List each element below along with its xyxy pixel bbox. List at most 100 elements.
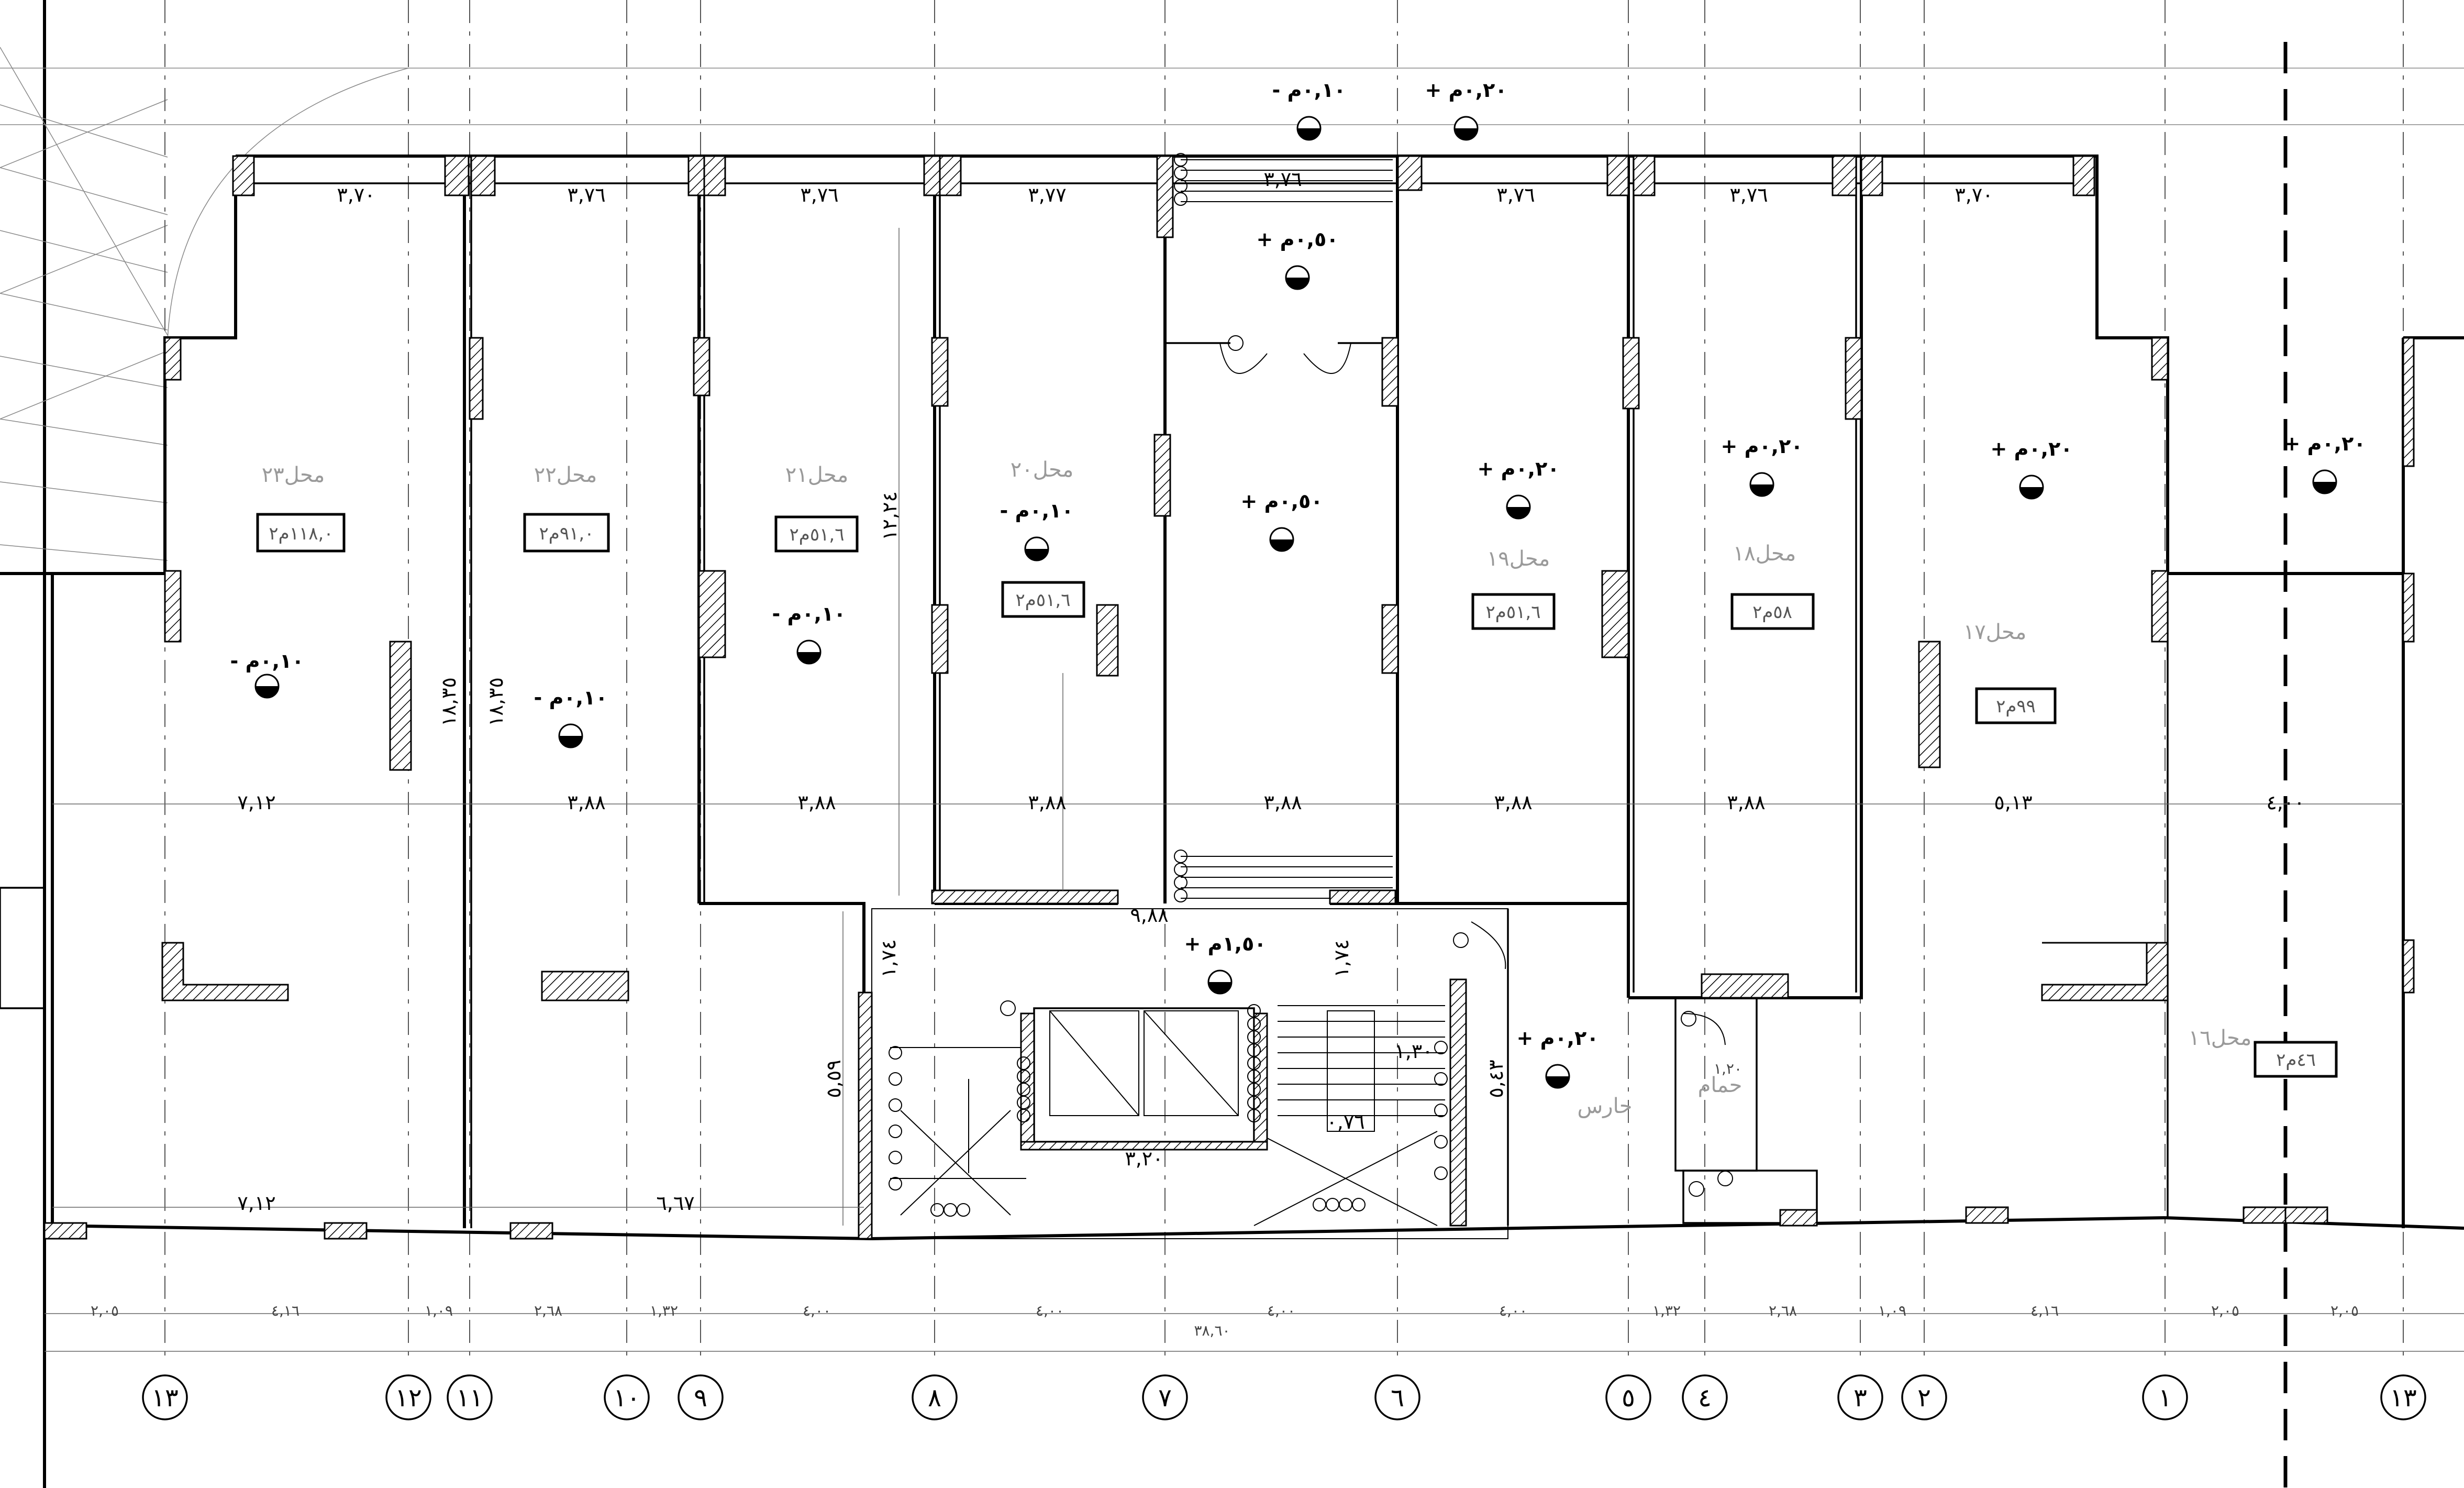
dimension-stair: ٣,٢٠ ١,٣٠ ٠,٧٦ ١,٢٠ — [1125, 1040, 1742, 1170]
shop-name-16: محل١٦ — [2189, 1026, 2252, 1050]
level-marker-shop20 — [1024, 536, 1049, 561]
axis-bubble-5: ٥ — [1605, 1374, 1651, 1420]
level-label-entrance-top: + ٠,٥٠م — [1257, 228, 1339, 251]
dim-bottom-1: ٦,٦٧ — [656, 1192, 694, 1215]
svg-text:٨: ٨ — [928, 1383, 941, 1413]
shop-name-23: محل٢٣ — [262, 463, 325, 487]
axis-bubble-9: ٩ — [678, 1374, 724, 1420]
svg-text:١: ١ — [2158, 1383, 2172, 1413]
dim-vert-4: ١,٧٤ — [877, 939, 900, 977]
dim-mid-4: ٣,٨٨ — [1263, 791, 1302, 814]
shop-area-16: ٤٦م٢ — [2276, 1050, 2316, 1071]
dim-stair-2: ٠,٧٦ — [1326, 1110, 1364, 1133]
dim-mid-8: ٤,٠٠ — [2266, 791, 2304, 814]
dim-vert-6: ٥,٤٣ — [1484, 1060, 1507, 1098]
shop-area-19: ٥١,٦م٢ — [1486, 602, 1541, 623]
service-core — [871, 159, 1818, 1239]
level-marker-entrance-mid — [1269, 527, 1294, 552]
axis-bubble-1: ١ — [2142, 1374, 2188, 1420]
shop-area-21: ٥١,٦م٢ — [790, 524, 845, 545]
svg-text:٤: ٤ — [1698, 1383, 1712, 1413]
dimension-row-bottom: ٧,١٢ ٦,٦٧ — [237, 1192, 694, 1215]
svg-text:٩: ٩ — [694, 1383, 707, 1413]
dim-vert-0: ١٨,٣٥ — [437, 677, 460, 726]
dim-bottom-0: ٧,١٢ — [237, 1192, 275, 1215]
shop-area-20: ٥١,٦م٢ — [1016, 590, 1071, 611]
axis-spacing-7: ٤,٠٠ — [1267, 1302, 1295, 1319]
dim-top-6: ٣,٧٦ — [1729, 183, 1768, 206]
dim-mid-5: ٣,٨٨ — [1494, 791, 1532, 814]
level-marker-lobby — [1207, 969, 1233, 995]
grid-axis-lines — [164, 0, 2404, 1488]
axis-bubble-11: ١١ — [447, 1374, 493, 1420]
dim-mid-7: ٥,١٣ — [1994, 791, 2032, 814]
level-label-shop22: - ٠,١٠م — [534, 686, 608, 710]
dim-vert-1: ١٨,٣٥ — [484, 677, 507, 726]
level-label-shop18: + ٠,٢٠م — [1721, 435, 1803, 458]
level-label-entrance-mid: + ٠,٥٠م — [1241, 490, 1323, 513]
shop-area-23: ١١٨,٠م٢ — [269, 523, 333, 544]
shop-area-18: ٥٨م٢ — [1752, 602, 1792, 623]
axis-bubble-4: ٤ — [1682, 1374, 1728, 1420]
axis-spacing-14: ٢,٠٥ — [2330, 1302, 2359, 1319]
area-box-16 — [2254, 1041, 2338, 1078]
dim-vert-2: ١٢,٢٤ — [878, 491, 901, 541]
axis-bubble-13-left: ١٣ — [142, 1374, 188, 1420]
structural-columns — [43, 155, 2415, 1240]
level-marker-shop18 — [1749, 472, 1774, 497]
stair-numbering-circles — [889, 153, 1733, 1217]
dim-stair-3: ١,٢٠ — [1714, 1060, 1742, 1077]
dim-mid-0: ٧,١٢ — [237, 791, 275, 814]
area-box-22 — [523, 513, 610, 553]
level-label-guard: + ٠,٢٠م — [1517, 1027, 1599, 1050]
dim-mid-3: ٣,٨٨ — [1028, 791, 1066, 814]
axis-spacing-9: ١,٣٢ — [1652, 1302, 1681, 1319]
axis-spacing-1: ٤,١٦ — [271, 1302, 299, 1319]
dimension-lines — [45, 228, 2464, 1352]
svg-text:٦: ٦ — [1391, 1383, 1404, 1413]
dim-stair-1: ١,٣٠ — [1394, 1040, 1433, 1063]
level-label-shop21: - ٠,١٠م — [772, 602, 846, 626]
level-marker-entrance-top — [1285, 265, 1310, 290]
shop-name-20: محل٢٠ — [1011, 458, 1074, 482]
axis-bubbles: ١٣ ١٢ ١١ ١٠ ٩ ٨ ٧ ٦ ٥ ٤ ٣ ٢ ١ ١٣ — [142, 1374, 2426, 1420]
axis-spacing-8: ٤,٠٠ — [1499, 1302, 1527, 1319]
svg-text:١٢: ١٢ — [395, 1383, 422, 1413]
level-marker-shop17 — [2019, 475, 2044, 500]
shop-area-22: ٩١,٠م٢ — [539, 523, 594, 544]
corner-arc-hatching — [0, 47, 409, 561]
area-box-20 — [1001, 581, 1085, 618]
level-marker-right — [2312, 469, 2337, 494]
area-box-23 — [256, 513, 346, 553]
shop-name-19: محل١٩ — [1487, 547, 1550, 571]
dim-mid-6: ٣,٨٨ — [1727, 791, 1765, 814]
dim-vert-5: ١,٧٤ — [1330, 939, 1353, 977]
area-box-21 — [774, 515, 859, 553]
axis-bubble-3: ٣ — [1837, 1374, 1883, 1420]
axis-bubble-12: ١٢ — [385, 1374, 431, 1420]
room-name-guard: حارس — [1577, 1094, 1632, 1118]
shop-area-17: ٩٩م٢ — [1996, 696, 2036, 717]
level-label-top-plus: + ٠,٢٠م — [1425, 79, 1507, 102]
dimension-vertical: ١٨,٣٥ ١٨,٣٥ ١٢,٢٤ ٥,٥٩ ١,٧٤ ١,٧٤ ٥,٤٣ ٩,… — [437, 491, 1507, 1098]
dimension-row-middle: ٧,١٢ ٣,٨٨ ٣,٨٨ ٣,٨٨ ٣,٨٨ ٣,٨٨ ٣,٨٨ ٥,١٣ … — [237, 791, 2304, 814]
axis-bubble-7: ٧ — [1142, 1374, 1188, 1420]
axis-bubble-2: ٢ — [1901, 1374, 1947, 1420]
svg-text:١١: ١١ — [456, 1383, 483, 1413]
shop-partitions — [243, 156, 2169, 1239]
axis-spacing-12: ٤,١٦ — [2030, 1302, 2059, 1319]
axis-bubble-10: ١٠ — [604, 1374, 650, 1420]
svg-text:١٣: ١٣ — [2390, 1383, 2417, 1413]
shop-labels: محل٢٣ ١١٨,٠م٢ محل٢٢ ٩١,٠م٢ محل٢١ ٥١,٦م٢ … — [256, 458, 2338, 1118]
top-construction-lines — [0, 68, 2464, 125]
dim-top-5: ٣,٧٦ — [1496, 183, 1535, 206]
level-label-lobby: + ١,٥٠م — [1184, 932, 1267, 956]
axis-spacing-4: ١,٣٢ — [650, 1302, 678, 1319]
dim-top-2: ٣,٧٦ — [800, 183, 838, 206]
axis-spacing-6: ٤,٠٠ — [1036, 1302, 1064, 1319]
svg-text:٥: ٥ — [1622, 1383, 1635, 1413]
dim-stair-0: ٣,٢٠ — [1125, 1147, 1163, 1170]
dim-mid-1: ٣,٨٨ — [567, 791, 605, 814]
level-label-shop23: - ٠,١٠م — [230, 649, 304, 673]
